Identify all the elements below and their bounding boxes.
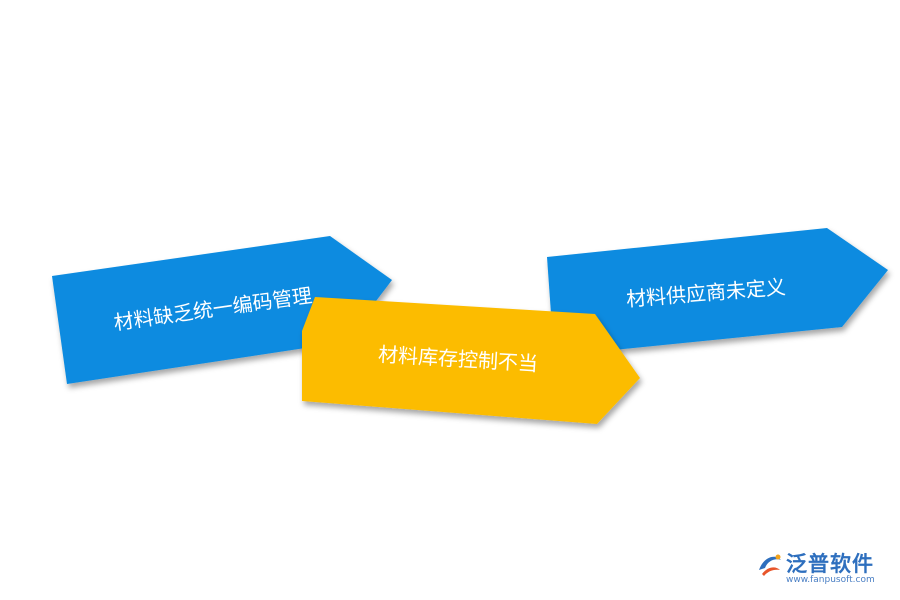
arrow-inventory-control: 材料库存控制不当 [302, 297, 640, 424]
arrow-shape [302, 297, 640, 424]
fanpu-logo: 泛普软件 www.fanpusoft.com [756, 546, 886, 592]
arrow-supplier-undefined: 材料供应商未定义 [547, 228, 888, 356]
fanpu-logo-icon [759, 554, 781, 576]
logo-name: 泛普软件 [786, 552, 874, 576]
arrow-shape [547, 228, 888, 356]
logo-url: www.fanpusoft.com [786, 575, 875, 585]
